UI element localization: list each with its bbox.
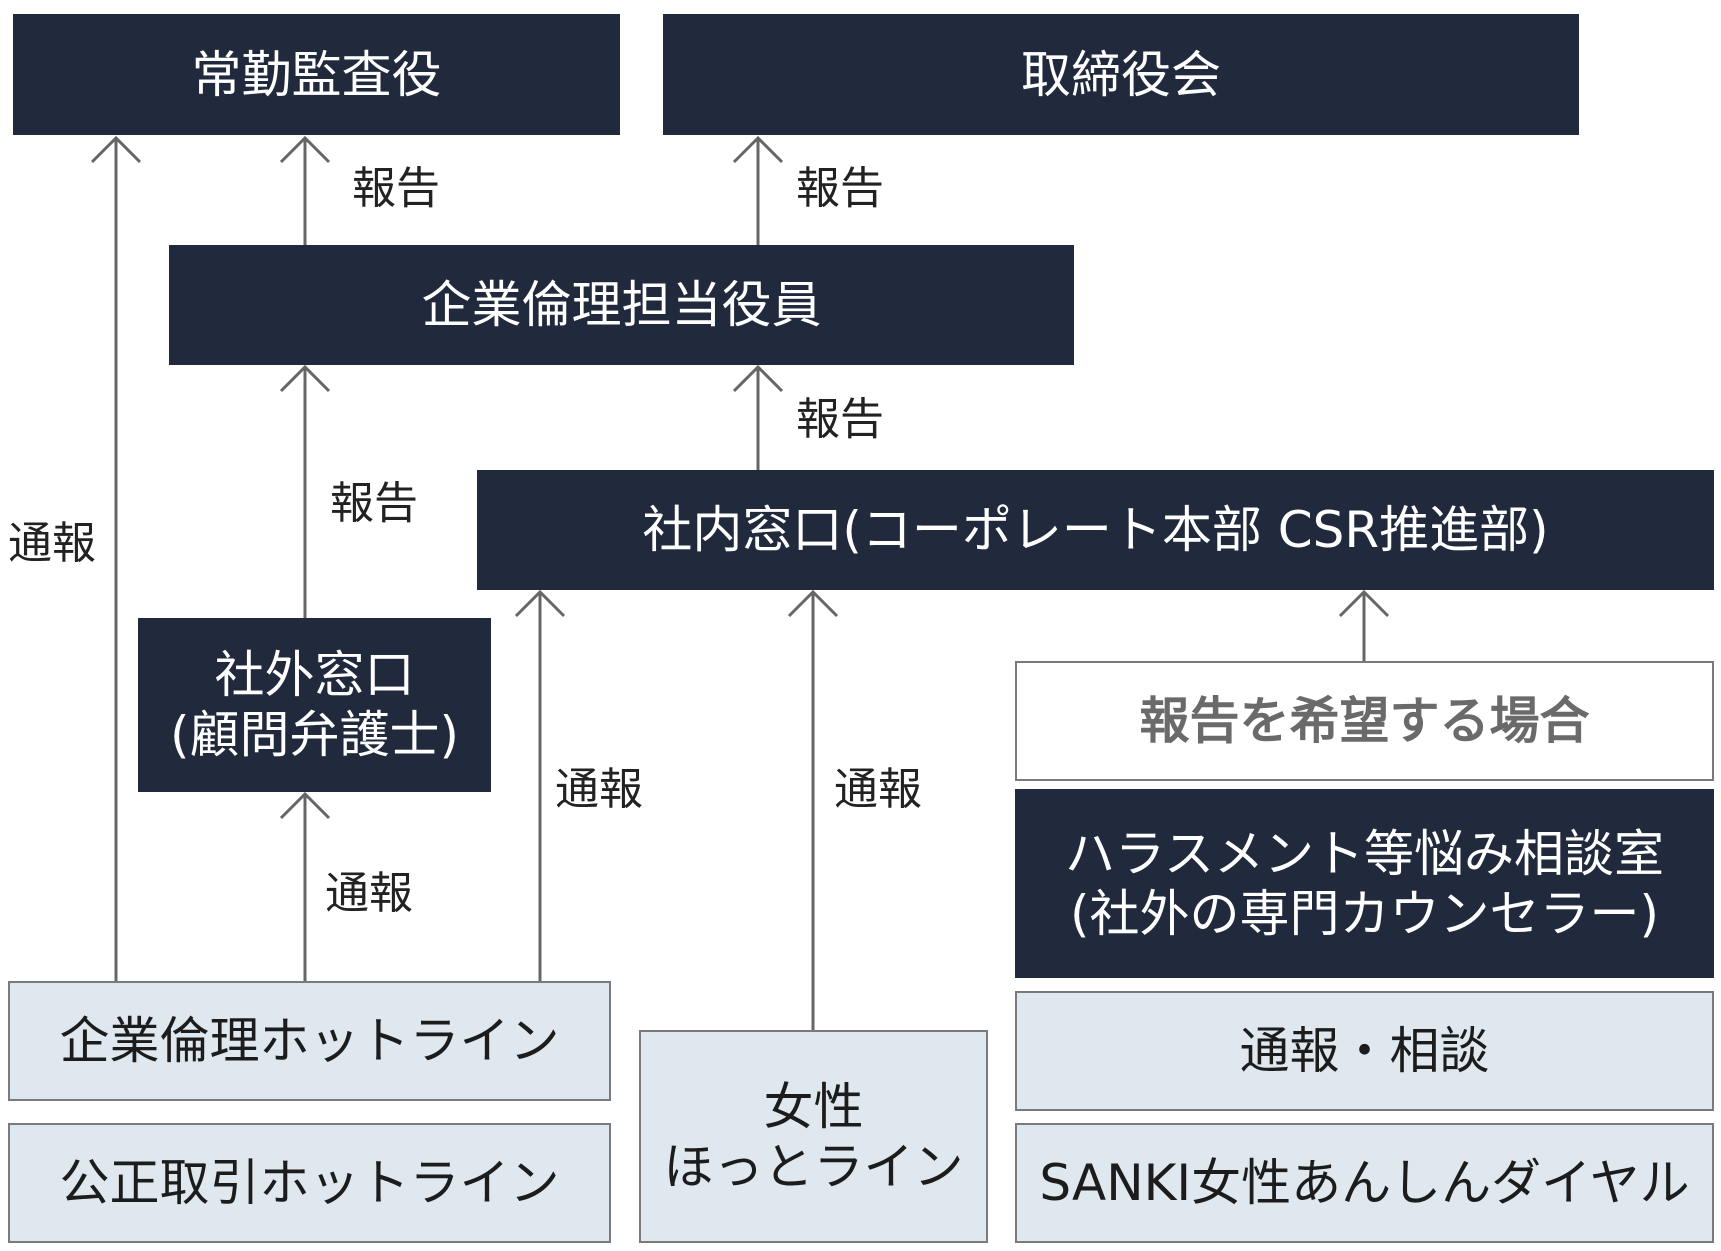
auditor-box: 常勤監査役 <box>13 14 620 135</box>
ethics-hotline-label: 企業倫理ホットライン <box>59 1012 560 1070</box>
report-consult-label: 通報・相談 <box>1239 1022 1490 1080</box>
fair-trade-hotline-label: 公正取引ホットライン <box>59 1154 560 1212</box>
internal-window-box: 社内窓口(コーポレート本部 CSR推進部) <box>477 470 1714 590</box>
ethics-officer-label: 企業倫理担当役員 <box>421 276 822 334</box>
internal-window-label: 社内窓口(コーポレート本部 CSR推進部) <box>642 501 1549 559</box>
external-window-line1: 社外窓口 <box>214 646 415 704</box>
notify-label-auditor: 通報 <box>8 518 96 569</box>
report-consult-box: 通報・相談 <box>1015 991 1714 1111</box>
ethics-officer-box: 企業倫理担当役員 <box>169 245 1074 365</box>
report-if-desired-box: 報告を希望する場合 <box>1015 661 1714 781</box>
report-label-officer: 報告 <box>796 394 884 445</box>
report-label-board: 報告 <box>796 163 884 214</box>
ethics-hotline-box: 企業倫理ホットライン <box>8 981 611 1101</box>
fair-trade-hotline-box: 公正取引ホットライン <box>8 1123 611 1243</box>
report-label-external: 報告 <box>330 478 418 529</box>
external-window-line2: (顧問弁護士) <box>169 706 459 764</box>
sanki-dial-label: SANKI女性あんしんダイヤル <box>1039 1154 1690 1212</box>
sanki-dial-box: SANKI女性あんしんダイヤル <box>1015 1123 1714 1243</box>
women-hotline-line2: ほっとライン <box>663 1137 964 1196</box>
harassment-room-line2: (社外の専門カウンセラー) <box>1069 884 1659 943</box>
women-hotline-box: 女性 ほっとライン <box>639 1030 988 1243</box>
external-window-box: 社外窓口 (顧問弁護士) <box>138 618 491 792</box>
report-label-auditor: 報告 <box>352 163 440 214</box>
notify-label-women: 通報 <box>834 764 922 815</box>
auditor-label: 常勤監査役 <box>191 45 442 104</box>
women-hotline-line1: 女性 <box>763 1077 864 1136</box>
board-label: 取締役会 <box>1021 45 1221 104</box>
notify-label-external: 通報 <box>325 868 413 919</box>
board-box: 取締役会 <box>663 14 1579 135</box>
harassment-room-line1: ハラスメント等悩み相談室 <box>1065 824 1664 883</box>
notify-label-internal: 通報 <box>555 764 643 815</box>
harassment-room-box: ハラスメント等悩み相談室 (社外の専門カウンセラー) <box>1015 789 1714 978</box>
report-if-desired-label: 報告を希望する場合 <box>1139 692 1590 750</box>
